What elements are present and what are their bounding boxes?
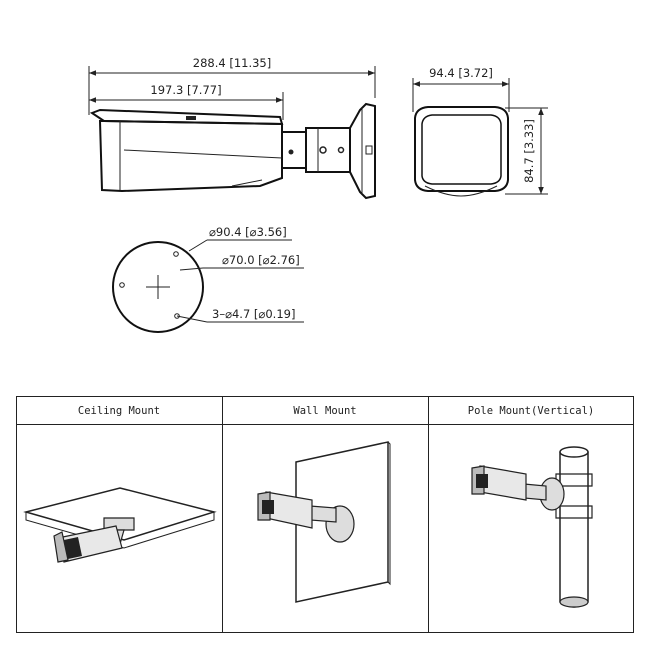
pole-arm [523,483,547,501]
pole [559,452,589,608]
front-lens-window [421,114,502,185]
overall-length-label: 288.4 [11.35] [193,56,271,70]
mount-base [349,102,376,200]
housing-detail [231,179,263,187]
base-port [365,145,373,155]
leader-hole-size [176,315,208,323]
mount-hole-1 [173,251,179,257]
header-ceiling-mount: Ceiling Mount [78,405,160,417]
camera-housing [98,120,283,193]
header-pole-mount: Pole Mount(Vertical) [468,405,594,417]
pole-mount-illustration [471,446,593,608]
housing-seam [123,149,283,159]
pole-bottom [559,596,589,608]
arm-screw-2 [337,146,345,154]
front-view: 94.4 [3.72] 84.7 [3.33] [412,66,548,197]
ceiling-panel-edge [25,512,215,549]
wall-mount-illustration [257,441,391,603]
base-diameter-label: ⌀90.4 [⌀3.56] [209,225,287,239]
header-wall-mount: Wall Mount [293,405,356,417]
leader-pitch-diameter [179,267,204,271]
wall-camera-lens [262,500,274,514]
table-border [16,396,634,633]
ceiling-mount-illustration [23,487,217,563]
camera-side-drawing [89,102,376,200]
bracket-neck [282,131,307,169]
pole-camera-lens [476,474,488,488]
base-plate-view: ⌀90.4 [⌀3.56] ⌀70.0 [⌀2.76] 3–⌀4.7 [⌀0.1… [112,225,304,333]
height-label: 84.7 [3.33] [522,119,536,183]
side-view: 288.4 [11.35] 197.3 [7.77] [88,56,376,200]
bracket-screw [288,149,294,155]
mount-hole-2 [119,282,125,288]
pole-top [559,446,589,458]
sun-shield [89,108,284,126]
pole-clamp-bottom [555,505,593,519]
body-length-label: 197.3 [7.77] [150,83,221,97]
base-plate-outline [112,241,204,333]
wall-panel-edge [387,441,391,586]
camera-front-drawing [414,106,509,197]
width-label: 94.4 [3.72] [429,66,493,80]
wall-arm [309,505,337,523]
hole-size-label: 3–⌀4.7 [⌀0.19] [212,307,295,321]
front-housing-curve [424,185,498,197]
pitch-diameter-label: ⌀70.0 [⌀2.76] [222,253,300,267]
ceiling-camera-lens [64,537,82,559]
arm-screw [319,146,327,154]
ceiling-camera-front [53,531,69,563]
leader-base-diameter [188,239,208,252]
shield-clip [186,116,196,120]
mount-table: Ceiling Mount Wall Mount Pole Mount(Vert… [16,396,634,633]
